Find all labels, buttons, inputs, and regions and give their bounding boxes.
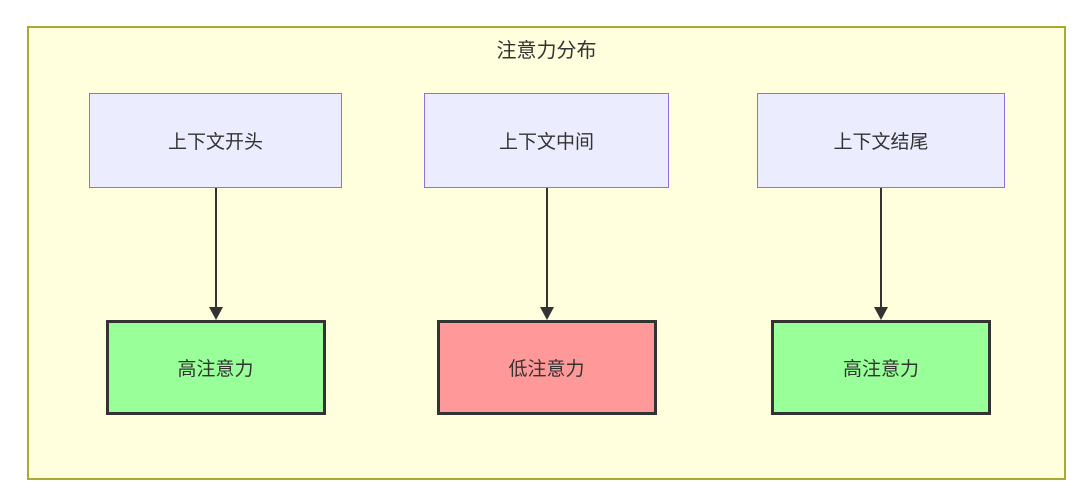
node-low-attention-middle: 低注意力: [436, 320, 657, 415]
arrow-line: [880, 188, 882, 307]
arrowhead-down-icon: [874, 307, 888, 320]
node-high-attention-end: 高注意力: [771, 320, 991, 415]
arrow-line: [214, 188, 217, 307]
arrowhead-down-icon: [539, 307, 554, 320]
diagram-title: 注意力分布: [496, 38, 597, 62]
arrowhead-down-icon: [208, 307, 223, 320]
node-context-start: 上下文开头: [89, 93, 342, 188]
arrow-connector: [539, 188, 554, 320]
flow-column-end: 上下文结尾 高注意力: [757, 93, 1005, 415]
node-context-end: 上下文结尾: [757, 93, 1005, 188]
arrow-connector: [874, 188, 888, 320]
arrow-line: [545, 188, 548, 307]
flow-column-start: 上下文开头 高注意力: [89, 93, 342, 415]
node-high-attention-start: 高注意力: [105, 320, 326, 415]
arrow-connector: [208, 188, 223, 320]
flow-column-middle: 上下文中间 低注意力: [424, 93, 669, 415]
node-context-middle: 上下文中间: [424, 93, 669, 188]
